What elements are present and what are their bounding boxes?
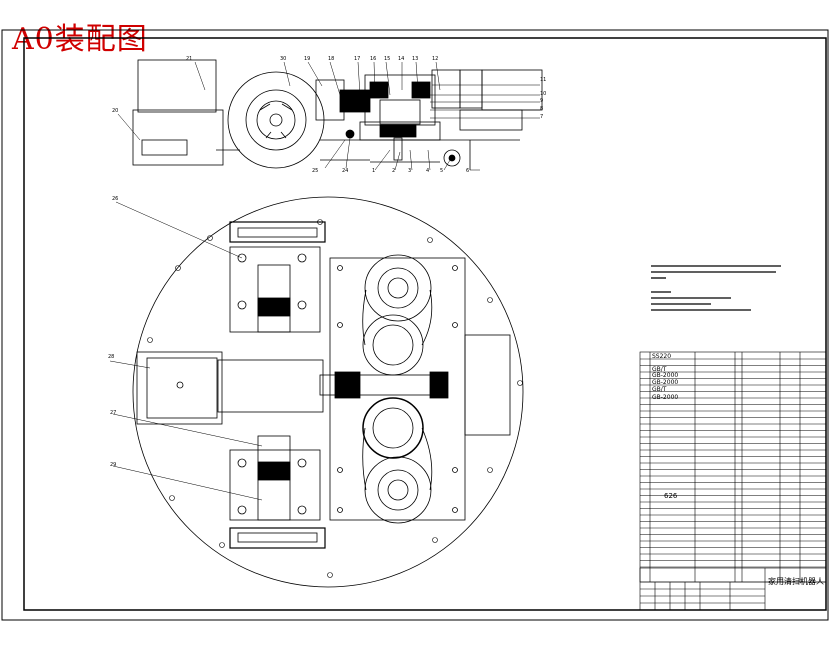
drawing-name: 家用清扫机器人 [768,577,824,586]
callout-label: 25 [312,168,319,174]
callout-label: 28 [108,354,115,360]
bom-code: GB-2000 [652,379,679,386]
fan-wheel [227,71,325,169]
outer-border [1,29,829,621]
plan-view [132,196,524,588]
chassis-disk [132,196,524,588]
motor-mount [136,351,223,425]
callout-label: 20 [112,108,119,114]
callout-label: 4 [426,168,430,174]
callout-label: 15 [384,56,391,62]
tech-notes [651,265,781,311]
callout-label: 17 [354,56,361,62]
callout-label: 11 [540,77,547,83]
bom-code: GB/T [652,386,667,393]
callout-label: 8 [540,106,544,112]
bom-table [639,351,827,583]
motor-housing [137,59,217,113]
callout-label: 3 [408,168,412,174]
bom-code-626: 626 [664,492,678,500]
elevation-leaders [117,61,540,171]
callout-label: 7 [540,114,544,120]
callout-label: 30 [280,56,287,62]
callout-label: 29 [110,462,117,468]
bom-code: GB/T [652,366,667,373]
title-block [639,567,827,611]
callout-label: 10 [540,91,547,97]
drive-wheel-lower [229,527,326,549]
callout-label: 13 [412,56,419,62]
callout-label: 18 [328,56,335,62]
callout-label: 2 [392,168,396,174]
brush-3 [362,397,424,459]
bom-code: GB-2000 [652,372,679,379]
inner-border [23,37,827,611]
plan-leaders [109,201,263,501]
callout-label: 16 [370,56,377,62]
callout-label: 27 [110,410,117,416]
elevation-view [132,59,543,170]
callout-label: 6 [466,168,470,174]
callout-label: 14 [398,56,405,62]
bom-code: SS220 [652,353,672,360]
brush-4 [364,456,432,524]
drive-wheel-upper [229,221,326,243]
sheet-title: A0装配图 [12,22,148,57]
callout-label: 5 [440,168,444,174]
callout-label: 1 [372,168,376,174]
callout-label: 12 [432,56,439,62]
brush-1 [364,254,432,322]
callout-label: 9 [540,98,544,104]
callout-label: 26 [112,196,119,202]
callout-label: 24 [342,168,349,174]
bom-code: GB-2000 [652,394,679,401]
callout-label: 21 [186,56,193,62]
callout-label: 19 [304,56,311,62]
brush-2 [362,314,424,376]
